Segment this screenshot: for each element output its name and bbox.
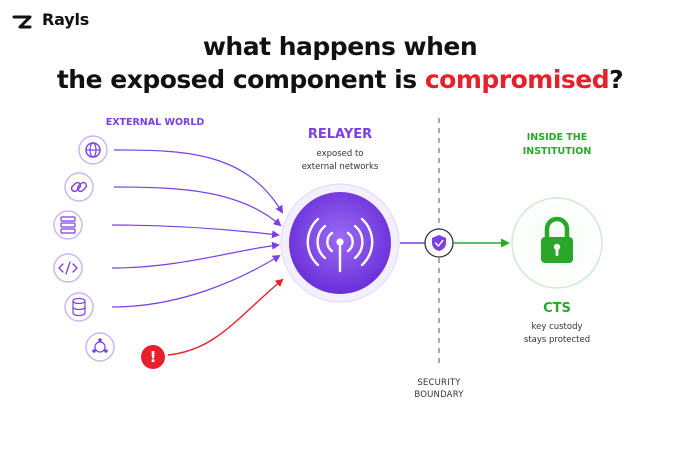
connection-line-code (111, 241, 280, 269)
connection-line-database (111, 254, 281, 308)
brand-name: Rayls (42, 10, 90, 29)
shield-icon (424, 228, 454, 258)
title-suffix: ? (609, 65, 624, 94)
network-icon (85, 332, 115, 362)
threat-line (167, 278, 284, 356)
title-highlight: compromised (424, 65, 610, 94)
connection-line-server (111, 224, 280, 239)
broadcast-icon (306, 217, 374, 273)
relayer-title: RELAYER (307, 127, 373, 142)
database-icon (64, 292, 94, 322)
page-title-line1: what happens when (202, 32, 478, 61)
inside-label-2: INSTITUTION (522, 146, 592, 157)
external-world-label: EXTERNAL WORLD (105, 117, 205, 128)
globe-icon (78, 135, 108, 165)
relayer-subtitle-1: exposed to (316, 149, 364, 159)
rayls-logo-icon (12, 15, 32, 29)
relayer-subtitle-2: external networks (301, 162, 379, 172)
code-icon (53, 253, 83, 283)
security-boundary-label-1: SECURITY (417, 378, 461, 388)
threat-alert-icon (141, 345, 165, 369)
security-boundary-label-2: BOUNDARY (414, 390, 464, 400)
title-prefix: the exposed component is (56, 65, 425, 94)
cts-title: CTS (543, 301, 571, 316)
threat-symbol: ! (149, 348, 157, 366)
cts-subtitle-2: stays protected (523, 335, 591, 345)
server-icon (53, 210, 83, 240)
page-title-line2: the exposed component is compromised? (0, 67, 680, 92)
connection-line-link (113, 186, 282, 227)
cts-subtitle-1: key custody (531, 322, 583, 332)
padlock-icon (541, 216, 573, 263)
link-icon (64, 172, 94, 202)
inside-label-1: INSIDE THE (526, 132, 588, 143)
connection-line-globe (113, 149, 284, 214)
